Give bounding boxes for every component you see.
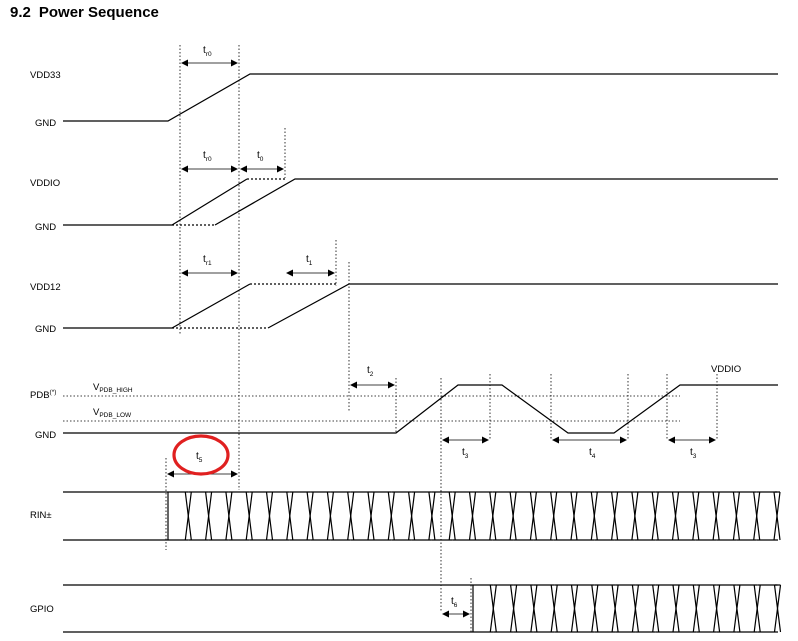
rin-bit-cell [573, 491, 578, 541]
pdb-vddio-label: VDDIO [711, 364, 741, 375]
rin-bit-cell [735, 491, 740, 541]
gpio-waveform [63, 584, 782, 633]
vpdb-low-label: VPDB_LOW [93, 407, 132, 419]
rin-bit-cell [756, 491, 761, 541]
rin-waveform [63, 491, 781, 541]
rin-bit-cell [593, 491, 598, 541]
pdb-waveform [63, 384, 778, 434]
rin-bit-cell [410, 491, 416, 541]
gpio-bit-cell [492, 584, 497, 633]
gpio-bit-cell [573, 584, 579, 633]
gpio-bit-cell [634, 584, 639, 633]
vddio-waveform-late [214, 178, 778, 226]
rin-bit-cell [654, 491, 659, 541]
rin-bit-cell [390, 491, 395, 541]
rin-bit-cell [289, 491, 294, 541]
gpio-bit-cell [695, 584, 700, 633]
rin-bit-cell [715, 491, 720, 541]
gpio-bit-cell [675, 584, 680, 633]
rin-bit-cell [309, 491, 314, 541]
rin-bit-cell [431, 491, 436, 541]
rin-bit-cell [471, 491, 477, 541]
rin-bit-cell [207, 491, 213, 541]
t4-label: t4 [589, 447, 596, 460]
gpio-bit-cell [512, 584, 518, 633]
rin-bit-cell [228, 491, 233, 541]
t2-label: t2 [367, 365, 374, 378]
vpdb-high-label: VPDB_HIGH [93, 382, 133, 394]
t5-label: t5 [196, 451, 203, 464]
section-number: 9.2 [10, 4, 31, 21]
vdd12-waveform-early [63, 283, 251, 329]
rin-bit-cell [492, 491, 497, 541]
gpio-bit-cell [655, 584, 660, 633]
t0-label: t0 [257, 150, 264, 163]
rin-bit-cell [634, 491, 639, 541]
t3-label-second: t3 [690, 447, 697, 460]
rin-bit-cell [532, 491, 537, 541]
vdd33-label: VDD33 [30, 70, 61, 81]
vdd33-gnd-label: GND [35, 118, 56, 129]
gpio-label: GPIO [30, 604, 54, 615]
t1-label: t1 [306, 254, 313, 267]
rin-bit-cell [512, 491, 517, 541]
gpio-bit-cell [614, 584, 619, 633]
vddio-label: VDDIO [30, 178, 60, 189]
t6-label: t6 [451, 596, 458, 609]
rin-bit-cell [451, 491, 456, 541]
vdd12-gnd-label: GND [35, 324, 56, 335]
vddio-gnd-label: GND [35, 222, 56, 233]
tr1-label: tr1 [203, 254, 212, 267]
vdd33-waveform [63, 73, 778, 122]
gpio-bit-cell [533, 584, 538, 633]
pdb-label: PDB(*) [30, 389, 56, 401]
section-title: Power Sequence [38, 4, 159, 21]
rin-bit-cell [370, 491, 375, 541]
vddio-waveform-early [63, 178, 248, 226]
gpio-bit-cell [553, 584, 558, 633]
gpio-bit-cell [756, 584, 761, 633]
gpio-bit-cell [736, 584, 741, 633]
rin-bit-cell [268, 491, 274, 541]
section-heading: 9.2 Power Sequence [10, 4, 159, 21]
rin-bit-cell [187, 491, 192, 541]
rin-label: RIN± [30, 510, 52, 521]
t5-highlight-circle [172, 434, 230, 476]
gpio-bit-cell [715, 584, 721, 633]
pdb-gnd-label: GND [35, 430, 56, 441]
rin-bit-cell [329, 491, 334, 541]
tr0-label: tr0 [203, 45, 212, 58]
t3-label-first: t3 [462, 447, 469, 460]
rin-bit-cell [695, 491, 700, 541]
rin-bit-cell [613, 491, 619, 541]
rin-bit-cell [350, 491, 355, 541]
vdd12-waveform-late [267, 283, 778, 329]
rin-bit-cell [553, 491, 558, 541]
gpio-bit-cell [776, 584, 782, 633]
tr0-vddio-label: tr0 [203, 150, 212, 163]
rin-bit-cell [248, 491, 253, 541]
rin-bit-cell [674, 491, 680, 541]
rin-bit-cell [776, 491, 781, 541]
gpio-bit-cell [594, 584, 599, 633]
vdd12-label: VDD12 [30, 282, 61, 293]
